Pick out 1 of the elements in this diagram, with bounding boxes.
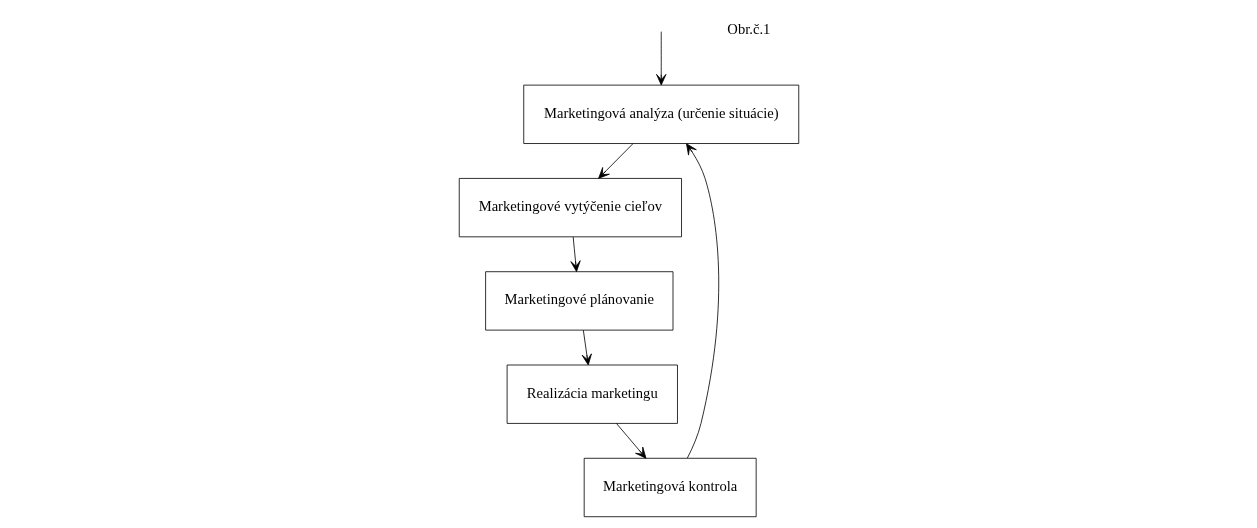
- label: Obr.č.1: [726, 21, 770, 38]
